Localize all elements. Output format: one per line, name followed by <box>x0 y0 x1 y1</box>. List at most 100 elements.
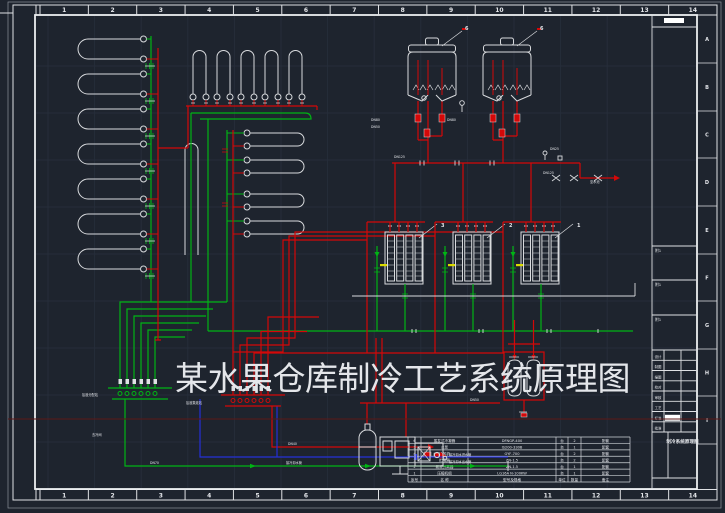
label: DN125 <box>543 171 554 175</box>
label: 标准 <box>655 415 662 420</box>
label: I <box>706 418 708 424</box>
title-block-drawing-name: 制冷系统原理图 <box>666 438 699 445</box>
label: 去冷间 <box>92 432 102 437</box>
label: 配套 <box>602 457 610 462</box>
label: DN50 <box>470 398 479 402</box>
label: DN70 <box>150 461 159 465</box>
label: 14 <box>689 493 697 500</box>
drawing-title: 某水果仓库制冷工艺系统原理图 <box>175 359 630 398</box>
coil-bank-top <box>189 50 306 101</box>
label: 序号 <box>411 477 419 482</box>
label: 8 <box>401 7 405 14</box>
label: 接冷却水进水管 <box>449 452 471 457</box>
label: 配套 <box>602 464 610 469</box>
bom-table: 6蒸发式冷凝器DFNGP-400台2配套5水泵IS200-330B台1配套4冷风… <box>407 436 631 483</box>
label: 配套 <box>602 438 610 443</box>
evaporative-condensers <box>407 37 532 102</box>
label: 6 <box>465 26 469 32</box>
label: 11 <box>544 493 552 500</box>
label: 附1 <box>655 248 662 253</box>
label: 1 <box>413 471 415 475</box>
label: 6 <box>304 493 308 500</box>
label: GYF-700 <box>504 452 520 456</box>
condenser-valves <box>414 113 528 458</box>
label: F <box>705 276 708 282</box>
label: 蒸发式冷凝器 <box>434 438 456 443</box>
label: 9 <box>449 493 453 500</box>
label: 1 <box>577 223 581 229</box>
label: 配套 <box>602 470 610 475</box>
label: 1 <box>573 465 575 469</box>
station-valves <box>118 379 270 391</box>
label: 2 <box>573 452 575 456</box>
title-block-top-bar <box>664 18 684 23</box>
label: 备注 <box>602 477 610 482</box>
label: 工艺 <box>655 405 662 410</box>
label: 2 <box>110 493 114 500</box>
white-symbols <box>145 28 636 471</box>
label: 压缩机组 <box>437 470 452 475</box>
label: G <box>705 323 709 329</box>
label: DN125 <box>394 155 405 159</box>
label: E <box>705 228 709 234</box>
label: 4 <box>207 7 211 14</box>
label: 批准 <box>655 426 662 431</box>
label: 13 <box>640 7 648 14</box>
label: 水泵 <box>441 445 449 450</box>
label: 1 <box>62 7 66 14</box>
label: DN80 <box>447 118 456 122</box>
label: 配套 <box>602 445 610 450</box>
label: D <box>705 180 709 186</box>
label: 7 <box>352 7 356 14</box>
label: B <box>705 85 709 91</box>
label: 6 <box>540 26 544 32</box>
pump-skid <box>358 423 448 475</box>
label: 1 <box>573 471 575 475</box>
label: 5 <box>256 493 260 500</box>
label: 2 <box>110 7 114 14</box>
label: 3 <box>441 223 445 229</box>
label: DN50 <box>371 125 380 129</box>
label: H <box>705 371 709 377</box>
label: DN80 <box>371 118 380 122</box>
callout-numbers: 3 2 1 6 6 <box>441 26 581 229</box>
label: 4 <box>207 493 211 500</box>
label: 配套 <box>602 451 610 456</box>
label: 10 <box>495 7 503 14</box>
label: 名 称 <box>440 477 449 482</box>
row-letter-margin: A B C D E F G H I <box>697 37 717 445</box>
label: 台 <box>560 470 564 475</box>
label: 10 <box>495 493 503 500</box>
label: 氨液分配站 <box>82 392 99 397</box>
coil-banks-middle <box>184 129 305 255</box>
label: 12 <box>592 7 600 14</box>
label: 2 <box>573 458 575 462</box>
label: 14 <box>689 7 697 14</box>
label: 数量 <box>571 477 579 482</box>
label: 制图 <box>655 364 662 369</box>
label: 6 <box>304 7 308 14</box>
label: C <box>705 133 709 139</box>
label: 9 <box>449 7 453 14</box>
compressor-units <box>367 163 573 353</box>
label: 台 <box>560 438 564 443</box>
label: 5 <box>256 7 260 14</box>
label: 型号及规格 <box>503 477 521 482</box>
label: DN25 <box>550 147 559 151</box>
label: 台 <box>560 445 564 450</box>
label: 设计 <box>655 354 662 359</box>
label: ZN-1.5 <box>506 458 518 462</box>
label: 11 <box>544 7 552 14</box>
label: 2 <box>509 223 513 229</box>
label: 审核 <box>655 395 662 400</box>
label: A <box>705 37 709 43</box>
label: 台 <box>560 457 564 462</box>
label: 3 <box>159 7 163 14</box>
grid <box>35 15 697 489</box>
